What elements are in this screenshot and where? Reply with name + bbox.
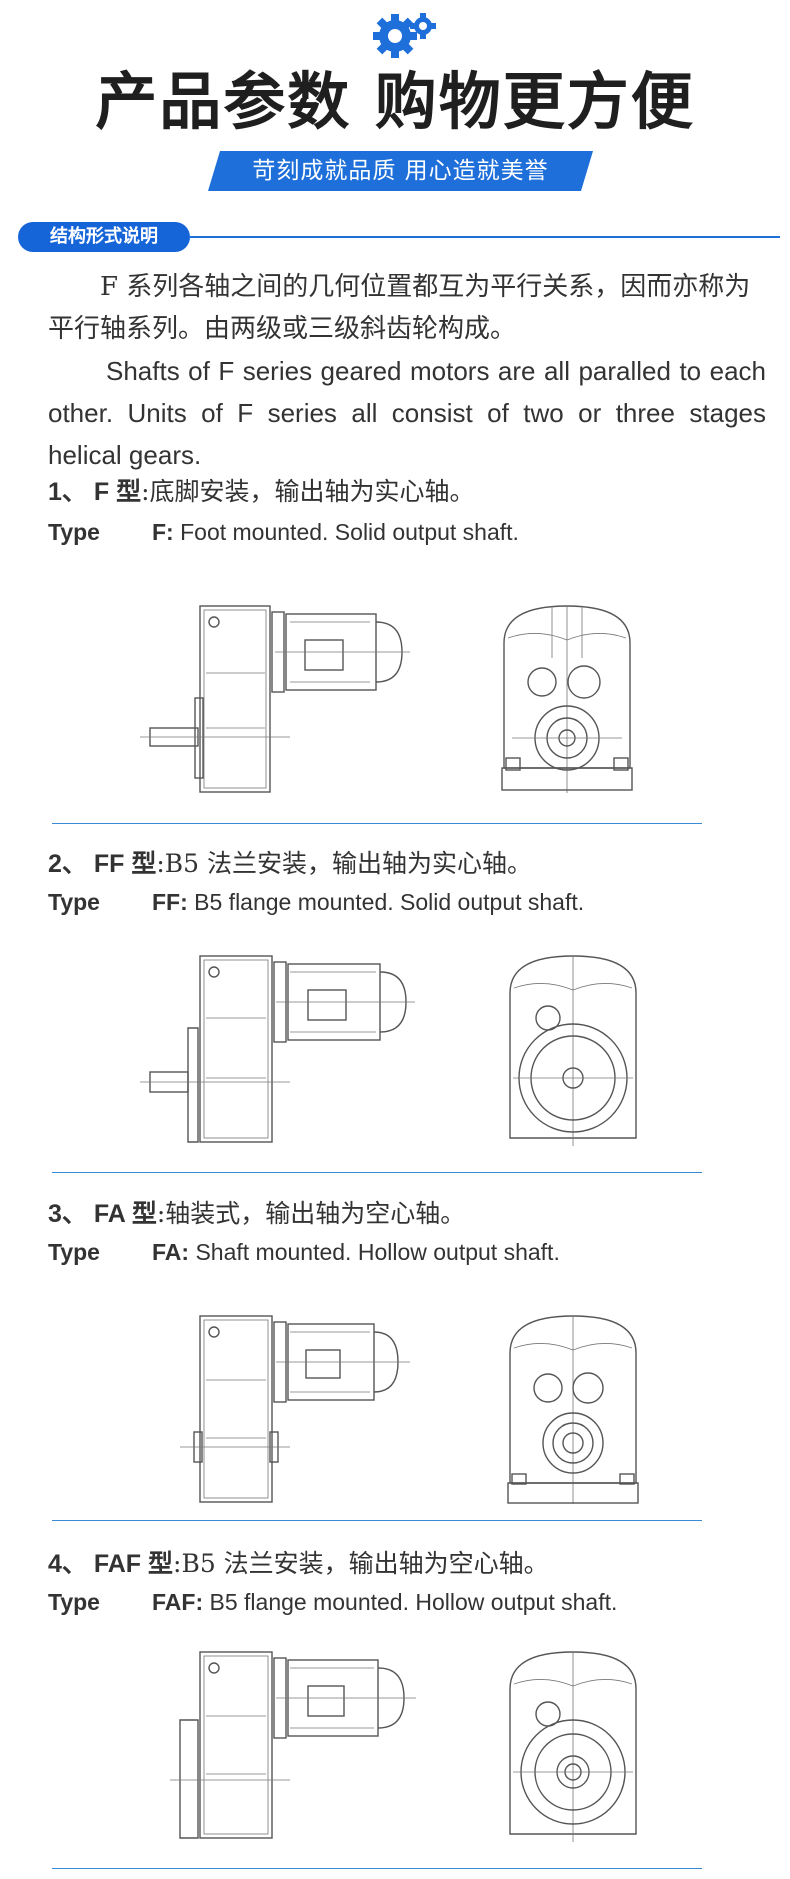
gears-icon	[373, 13, 436, 58]
type-word: Type	[48, 889, 100, 915]
intro-cn: F 系列各轴之间的几何位置都互为平行关系，因而亦称为平行轴系列。由两级或三级斜齿…	[48, 272, 751, 344]
type-en-code: FF:	[152, 889, 188, 915]
type-word: Type	[48, 1589, 100, 1615]
divider	[52, 823, 702, 824]
type-heading-3: 3、 FA 型:轴装式，输出轴为空心轴。	[48, 1196, 465, 1232]
type-heading-1: 1、 F 型:底脚安装，输出轴为实心轴。	[48, 474, 475, 510]
type-en-code: FA:	[152, 1239, 190, 1265]
type-en-desc: B5 flange mounted. Solid output shaft.	[194, 889, 585, 915]
type-number: 4、	[48, 1550, 87, 1578]
type-en-line-1: Type F: Foot mounted. Solid output shaft.	[48, 516, 519, 548]
type-en-desc: B5 flange mounted. Hollow output shaft.	[209, 1589, 618, 1615]
fa-front-drawing	[507, 1315, 639, 1504]
ff-side-drawing	[140, 955, 415, 1143]
type-heading-4: 4、 FAF 型:B5 法兰安装，输出轴为空心轴。	[48, 1546, 549, 1582]
divider	[52, 1868, 702, 1869]
ff-front-drawing	[509, 955, 637, 1146]
type-en-line-2: Type FF: B5 flange mounted. Solid output …	[48, 886, 584, 918]
f-front-drawing	[501, 605, 633, 793]
type-code: FF 型	[93, 850, 157, 878]
section-divider	[190, 236, 780, 238]
type-en-desc: Shaft mounted. Hollow output shaft.	[195, 1239, 560, 1265]
fa-side-drawing	[180, 1315, 410, 1503]
type-cn-desc: :轴装式，输出轴为空心轴。	[156, 1199, 466, 1228]
type-word: Type	[48, 1239, 100, 1265]
type-code: FA 型	[93, 1200, 157, 1228]
type-number: 2、	[48, 850, 87, 878]
page-title: 产品参数 购物更方便	[95, 65, 695, 138]
intro-en: Shafts of F series geared motors are all…	[48, 356, 766, 470]
type-heading-2: 2、 FF 型:B5 法兰安装，输出轴为实心轴。	[48, 846, 532, 882]
type-code: FAF 型	[93, 1550, 174, 1578]
type-cn-desc: :B5 法兰安装，输出轴为实心轴。	[156, 849, 533, 878]
slogan-banner-bg	[208, 151, 593, 191]
faf-front-drawing	[509, 1651, 637, 1842]
type-code: F 型	[93, 478, 142, 506]
slogan-text: 苛刻成就品质 用心造就美誉	[252, 158, 549, 184]
type-word: Type	[48, 519, 100, 545]
type-number: 1、	[48, 478, 87, 506]
faf-side-drawing	[170, 1651, 416, 1839]
f-side-drawing	[140, 605, 410, 793]
type-en-code: F:	[152, 519, 174, 545]
type-cn-desc: :B5 法兰安装，输出轴为空心轴。	[173, 1549, 549, 1578]
type-cn-desc: :底脚安装，输出轴为实心轴。	[141, 477, 475, 506]
type-en-line-3: Type FA: Shaft mounted. Hollow output sha…	[48, 1236, 560, 1268]
type-number: 3、	[48, 1200, 87, 1228]
type-en-code: FAF:	[152, 1589, 204, 1615]
divider	[52, 1172, 702, 1173]
type-en-line-4: Type FAF: B5 flange mounted. Hollow outpu…	[48, 1586, 617, 1618]
divider	[52, 1520, 702, 1521]
type-en-desc: Foot mounted. Solid output shaft.	[180, 519, 519, 545]
section-label: 结构形式说明	[18, 222, 190, 252]
